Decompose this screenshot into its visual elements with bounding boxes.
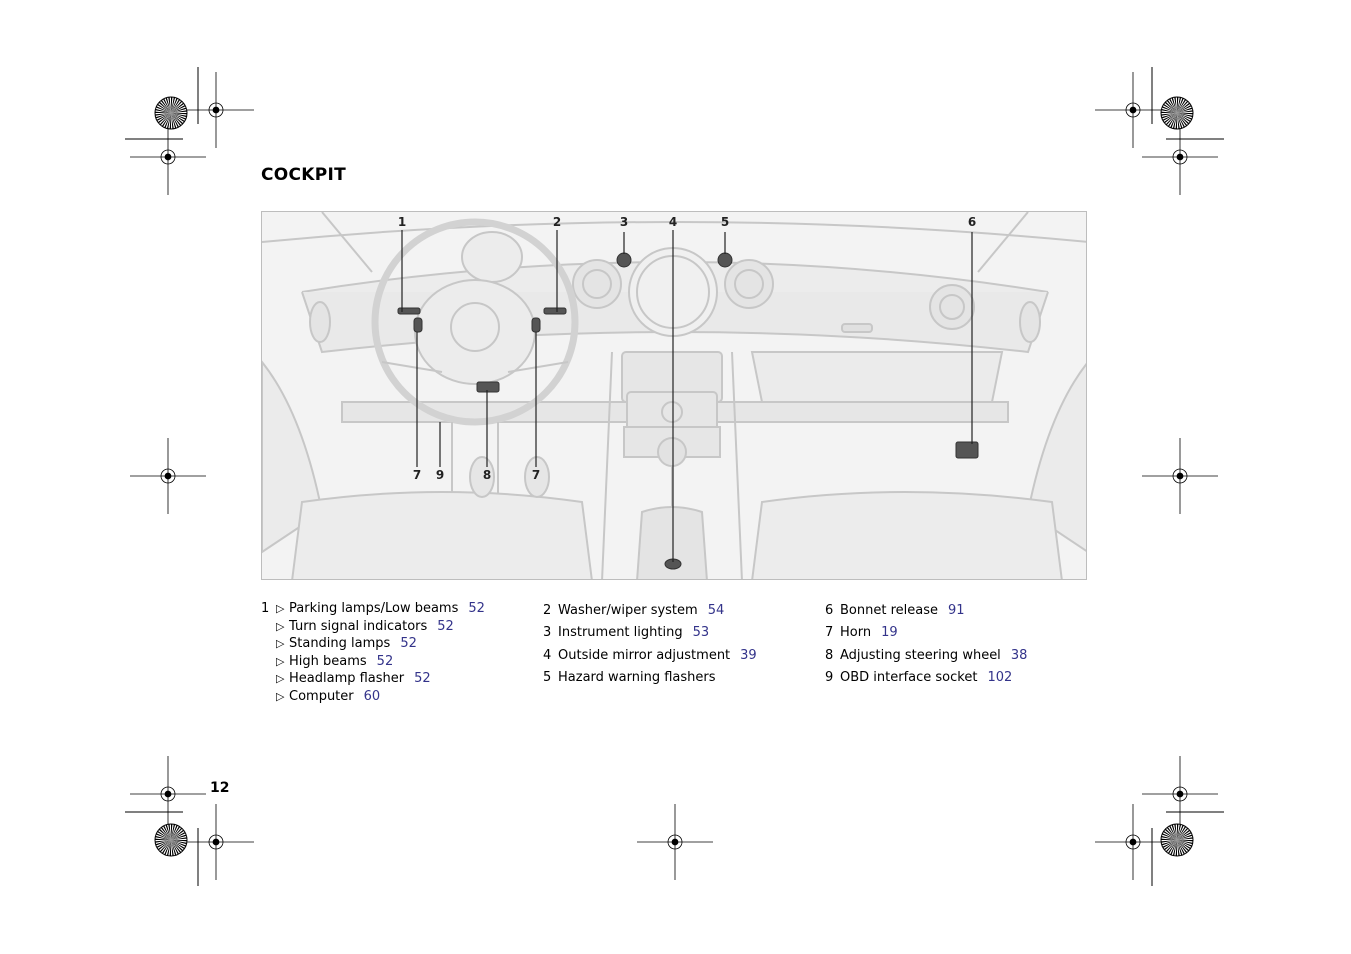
starburst-mark — [154, 96, 188, 130]
legend-text: Horn — [840, 625, 872, 641]
crosshair-mark — [637, 804, 713, 880]
page-reference-link[interactable]: 52 — [437, 618, 454, 634]
legend-text: Computer — [289, 688, 354, 704]
cockpit-drawing — [262, 212, 1086, 579]
callout-label: 7 — [531, 468, 541, 482]
legend-number: 5 — [543, 670, 552, 686]
legend-item: 2 Washer/wiper system 54 — [543, 600, 757, 622]
crosshair-mark — [178, 72, 254, 148]
legend-item: 4 Outside mirror adjustment 39 — [543, 645, 757, 667]
legend-text: Outside mirror adjustment — [558, 647, 731, 663]
callout-label: 5 — [720, 215, 730, 229]
page-reference-link[interactable]: 19 — [881, 625, 898, 641]
triangle-bullet-icon: ▷ — [276, 654, 285, 668]
page-number: 12 — [210, 780, 230, 796]
cockpit-illustration: 1 2 3 4 5 6 7 9 8 7 — [261, 211, 1087, 580]
crosshair-mark — [1142, 119, 1218, 195]
legend-text: Headlamp flasher — [289, 671, 405, 687]
callout-label: 2 — [552, 215, 562, 229]
legend-column-3: 6 Bonnet release 91 7 Horn 19 8 Adjusting ste… — [825, 600, 1027, 690]
legend-text: Standing lamps — [289, 636, 391, 652]
legend-subitem: ▷ Turn signal indicators 52 — [261, 618, 485, 636]
page-reference-link[interactable]: 52 — [400, 636, 417, 652]
legend-number: 7 — [825, 625, 834, 641]
legend-text: Instrument lighting — [558, 625, 683, 641]
page-reference-link[interactable]: 91 — [947, 603, 965, 618]
legend-subitem: ▷ Standing lamps 52 — [261, 635, 485, 653]
crosshair-mark — [130, 119, 206, 195]
legend-number: 6 — [825, 603, 834, 618]
legend-number: 2 — [543, 603, 552, 618]
crosshair-mark — [1095, 72, 1171, 148]
legend-text: High beams — [289, 653, 367, 669]
legend-text: Turn signal indicators — [289, 618, 428, 634]
callout-label: 3 — [619, 215, 629, 229]
legend-subitem: ▷ Headlamp flasher 52 — [261, 670, 485, 688]
legend-item: 1 ▷ Parking lamps/Low beams 52 — [261, 600, 485, 618]
callout-label: 6 — [967, 215, 977, 229]
crosshair-mark — [130, 756, 206, 832]
page-reference-link[interactable]: 52 — [468, 601, 485, 616]
legend-text: OBD interface socket — [840, 670, 978, 686]
legend-column-1: 1 ▷ Parking lamps/Low beams 52 ▷ Turn signal… — [261, 600, 485, 706]
legend-text: Washer/wiper system — [558, 603, 698, 618]
legend-item: 9 OBD interface socket 102 — [825, 667, 1027, 689]
triangle-bullet-icon: ▷ — [276, 637, 285, 651]
starburst-mark — [154, 823, 188, 857]
callout-label: 8 — [482, 468, 492, 482]
legend-number: 8 — [825, 647, 834, 663]
legend-number: 3 — [543, 625, 552, 641]
crosshair-mark — [1142, 756, 1218, 832]
legend-text: Bonnet release — [840, 603, 938, 618]
crosshair-mark — [130, 438, 206, 514]
page-reference-link[interactable]: 52 — [414, 671, 431, 687]
legend-text: Parking lamps/Low beams — [289, 601, 459, 616]
triangle-bullet-icon: ▷ — [276, 602, 285, 615]
page-title: COCKPIT — [261, 165, 347, 185]
legend-subitem: ▷ High beams 52 — [261, 653, 485, 671]
page-reference-link[interactable]: 52 — [376, 653, 394, 669]
legend-item: 7 Horn 19 — [825, 622, 1027, 644]
legend-number: 4 — [543, 647, 552, 663]
crosshair-mark — [178, 804, 254, 880]
legend-text: Adjusting steering wheel — [840, 647, 1001, 663]
page-reference-link[interactable]: 102 — [987, 670, 1013, 686]
page-reference-link[interactable]: 53 — [692, 625, 710, 641]
legend-item: 3 Instrument lighting 53 — [543, 622, 757, 644]
page-reference-link[interactable]: 38 — [1010, 647, 1028, 663]
legend-item: 5 Hazard warning flashers — [543, 667, 757, 689]
triangle-bullet-icon: ▷ — [276, 619, 285, 633]
callout-label: 4 — [668, 215, 678, 229]
page-reference-link[interactable]: 39 — [740, 647, 757, 663]
legend-text: Hazard warning flashers — [558, 670, 716, 686]
legend-subitem: ▷ Computer 60 — [261, 688, 485, 706]
legend-item: 8 Adjusting steering wheel 38 — [825, 645, 1027, 667]
crosshair-mark — [1095, 804, 1171, 880]
page-reference-link[interactable]: 54 — [707, 603, 725, 618]
starburst-mark — [1160, 823, 1194, 857]
page-reference-link[interactable]: 60 — [363, 688, 381, 704]
legend-number: 9 — [825, 670, 834, 686]
callout-label: 9 — [435, 468, 445, 482]
triangle-bullet-icon: ▷ — [276, 672, 285, 686]
legend-item: 6 Bonnet release 91 — [825, 600, 1027, 622]
triangle-bullet-icon: ▷ — [276, 689, 285, 703]
callout-label: 1 — [397, 215, 407, 229]
crosshair-mark — [1142, 438, 1218, 514]
starburst-mark — [1160, 96, 1194, 130]
callout-label: 7 — [412, 468, 422, 482]
legend-number: 1 — [261, 601, 270, 616]
